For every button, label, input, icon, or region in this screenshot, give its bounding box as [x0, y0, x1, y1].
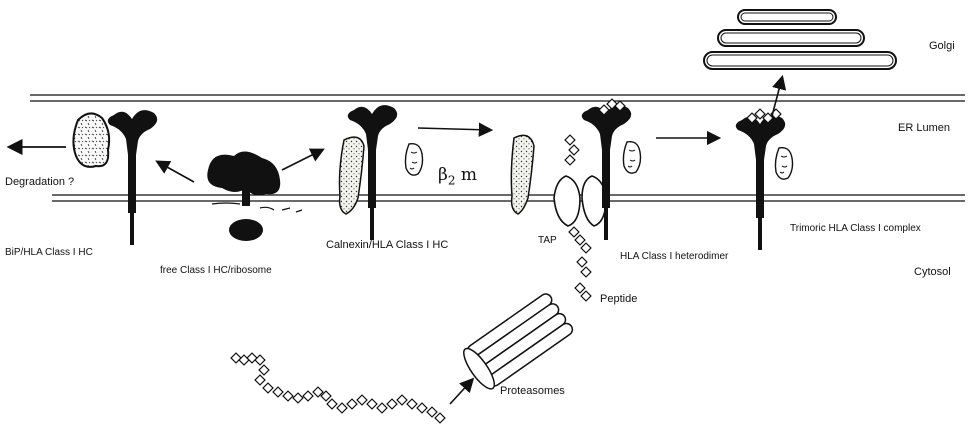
- calnexin-label: Calnexin/HLA Class I HC: [326, 240, 448, 251]
- trimeric-label: Trimoric HLA Class I complex: [790, 224, 921, 234]
- golgi-stacks: [704, 10, 896, 69]
- cytosol-label: Cytosol: [914, 267, 951, 278]
- trimeric-heavy-chain: [736, 115, 785, 250]
- proteasome-barrel: [459, 292, 575, 393]
- beta2m-label: β2 m: [438, 167, 477, 186]
- arrow-to-bip: [158, 162, 194, 182]
- free-class-label: free Class I HC/ribosome: [160, 266, 272, 276]
- degradation-label: Degradation ?: [5, 177, 74, 188]
- bip-hla-heavy-chain: [108, 110, 157, 245]
- heterodimer-label: HLA Class I heterodimer: [620, 252, 728, 262]
- er-lumen-label: ER Lumen: [898, 123, 950, 134]
- unfolded-protein-chain: [231, 353, 445, 423]
- arrow-to-proteasome: [450, 380, 472, 404]
- er-membrane-top: [30, 95, 965, 101]
- beta2m-subunit: [405, 144, 422, 175]
- trimeric-beta2m: [775, 148, 792, 179]
- er-membrane-bottom: [52, 195, 965, 201]
- arrow-to-calnexin: [282, 150, 322, 170]
- empty-calnexin: [511, 135, 534, 214]
- proteasomes-label: Proteasomes: [500, 386, 565, 397]
- arrow-to-heterodimer: [418, 128, 490, 130]
- tap-transporter: [554, 176, 606, 226]
- free-hc-ribosome: [207, 151, 302, 241]
- golgi-label: Golgi: [929, 41, 955, 52]
- tap-label: TAP: [538, 236, 557, 246]
- bip-chaperone: [73, 113, 109, 166]
- heterodimer-beta2m: [623, 142, 640, 173]
- calnexin: [340, 137, 365, 214]
- peptide-label: Peptide: [600, 294, 637, 305]
- bip-hla-label: BiP/HLA Class I HC: [5, 248, 93, 258]
